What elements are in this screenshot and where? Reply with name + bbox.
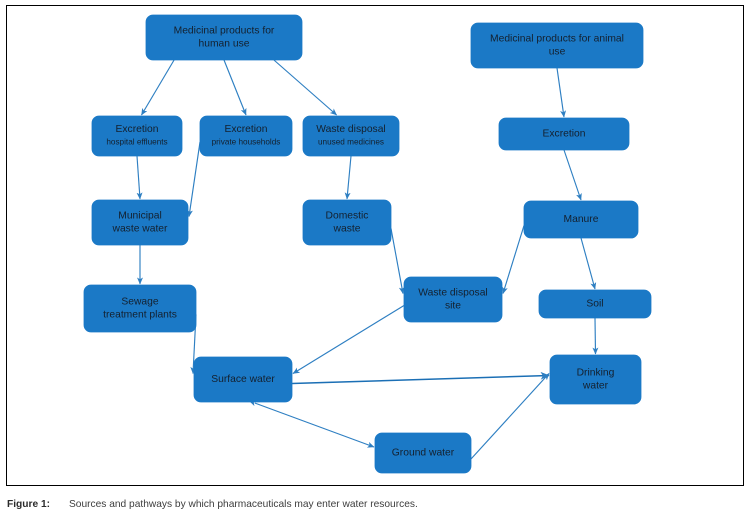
flow-edge-surface-to-ground [248, 400, 375, 448]
figure-caption: Figure 1: Sources and pathways by which p… [7, 498, 737, 511]
node-box [523, 200, 639, 239]
flow-node-ground: Ground water [374, 432, 472, 474]
node-box [193, 356, 293, 403]
flow-node-animal: Medicinal products for animal use [470, 22, 644, 69]
node-label-line: Manure [564, 214, 599, 225]
node-label-line: treatment plants [103, 310, 177, 321]
flow-edge-human-to-waste_disposal [273, 59, 337, 116]
node-label-line: Domestic [326, 211, 369, 222]
node-box [91, 115, 183, 157]
node-label-line: water [582, 381, 609, 392]
flow-node-excretion_priv: Excretion private households [199, 115, 293, 157]
node-label-line: human use [199, 39, 250, 50]
flow-node-excretion_hosp: Excretion hospital effluents [91, 115, 183, 157]
node-label-line: Medicinal products for [174, 26, 275, 37]
flow-edge-human-to-excretion_priv [223, 59, 247, 116]
figure-frame [6, 5, 744, 486]
node-label-line: Excretion [225, 124, 268, 135]
edges-layer [136, 59, 599, 460]
flow-node-human: Medicinal products for human use [145, 14, 303, 61]
node-label-line: hospital effluents [106, 138, 167, 147]
node-box [374, 432, 472, 474]
node-label-line: Sewage [121, 297, 158, 308]
node-box [403, 276, 503, 323]
flow-node-surface: Surface water [193, 356, 293, 403]
flow-node-drinking: Drinking water [549, 354, 642, 405]
node-box [538, 289, 652, 319]
node-label-line: use [549, 47, 566, 58]
flow-edge-soil-to-drinking [592, 317, 599, 355]
flow-edge-ground-to-drinking [470, 373, 550, 460]
node-label-line: Excretion [543, 129, 586, 140]
node-label-line: waste [333, 224, 361, 235]
flow-node-municipal: Municipal waste water [91, 199, 189, 246]
flow-edge-manure-to-wd_site [502, 225, 525, 294]
node-label-line: Waste disposal [418, 288, 487, 299]
flow-edge-domestic-to-wd_site [390, 228, 405, 294]
node-label-line: waste water [112, 224, 169, 235]
flow-node-manure: Manure [523, 200, 639, 239]
flow-node-sewage: Sewage treatment plants [83, 284, 197, 333]
node-label-line: Excretion [116, 124, 159, 135]
node-label-line: site [445, 301, 461, 312]
flow-node-waste_disposal: Waste disposal unused medicines [302, 115, 400, 157]
node-box [302, 115, 400, 157]
node-box [91, 199, 189, 246]
node-label-line: Soil [586, 299, 603, 310]
node-label-line: private households [212, 138, 281, 147]
flow-edge-excretion_priv-to-municipal [186, 141, 201, 217]
flow-edge-animal-to-excretion_animal [556, 67, 567, 118]
node-box [302, 199, 392, 246]
flow-edge-excretion_animal-to-manure [563, 149, 582, 201]
flow-edge-wd_site-to-surface [292, 305, 405, 374]
flow-edge-human-to-excretion_hosp [141, 59, 175, 116]
node-label-line: Medicinal products for animal [490, 34, 624, 45]
flow-edge-waste_disposal-to-domestic [344, 155, 352, 200]
figure-caption-label: Figure 1: [7, 499, 51, 510]
flow-edge-manure-to-soil [580, 237, 597, 290]
flow-node-soil: Soil [538, 289, 652, 319]
flow-node-domestic: Domestic waste [302, 199, 392, 246]
node-box [549, 354, 642, 405]
node-box [83, 284, 197, 333]
node-label-line: Drinking [577, 368, 615, 379]
node-box [470, 22, 644, 69]
node-box [498, 117, 630, 151]
flow-edge-excretion_hosp-to-municipal [136, 155, 143, 200]
flow-node-excretion_animal: Excretion [498, 117, 630, 151]
node-label-line: unused medicines [318, 138, 384, 147]
node-label-line: Ground water [392, 448, 455, 459]
node-label-line: Municipal [118, 211, 162, 222]
figure-caption-text: Sources and pathways by which pharmaceut… [69, 499, 418, 510]
node-box [199, 115, 293, 157]
node-label-line: Surface water [211, 374, 275, 385]
node-box [145, 14, 303, 61]
flow-node-wd_site: Waste disposal site [403, 276, 503, 323]
flow-edge-surface-to-drinking [291, 371, 550, 385]
node-label-line: Waste disposal [316, 124, 385, 135]
